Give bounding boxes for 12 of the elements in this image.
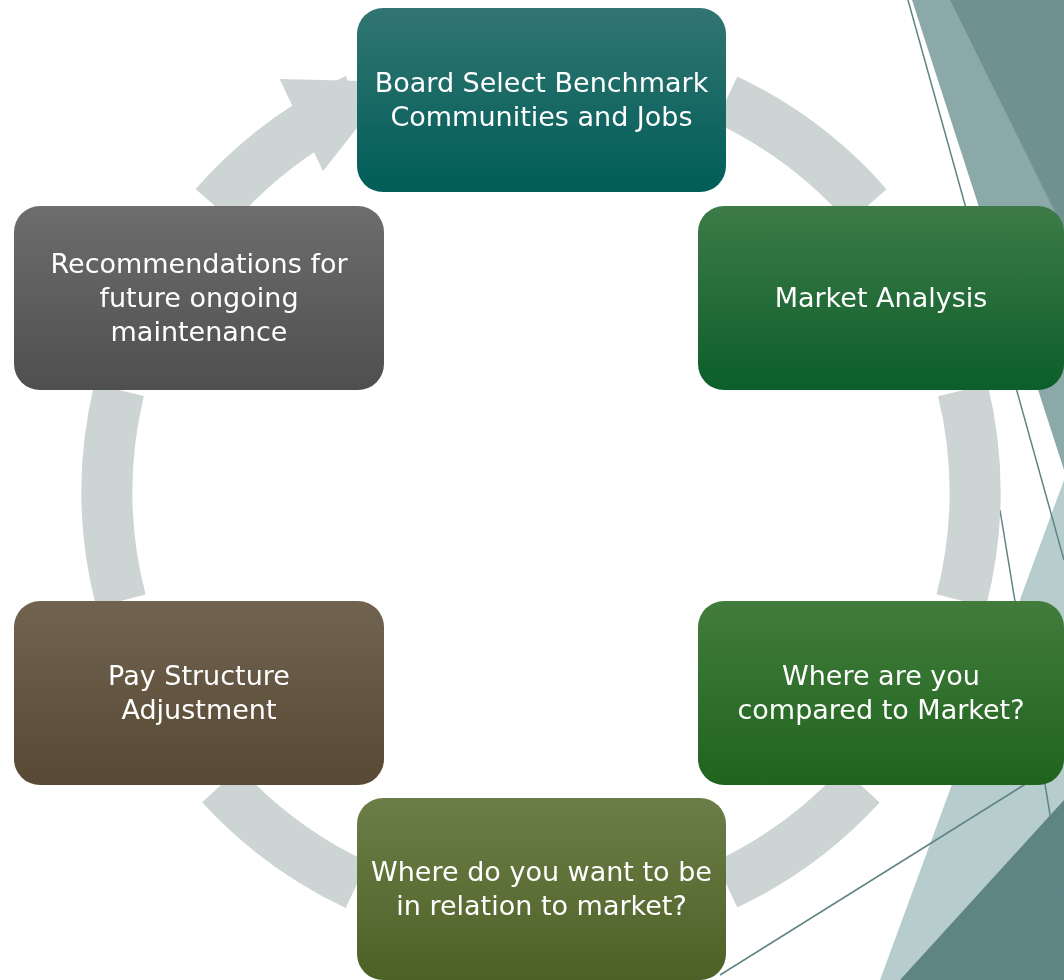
box-label: Where are you compared to Market? xyxy=(736,659,1026,727)
box-label: Pay Structure Adjustment xyxy=(107,659,291,727)
box-label: Market Analysis xyxy=(774,281,988,315)
process-box xyxy=(698,601,1064,785)
process-box xyxy=(357,8,726,192)
box-label: Where do you want to be in relation to market? xyxy=(371,855,712,923)
process-box xyxy=(698,206,1064,390)
process-box xyxy=(14,601,384,785)
process-box xyxy=(14,206,384,390)
process-box xyxy=(357,798,726,980)
box-label: Recommendations for future ongoing maintenance xyxy=(49,247,349,349)
box-label: Board Select Benchmark Communities and Jobs xyxy=(373,66,710,134)
